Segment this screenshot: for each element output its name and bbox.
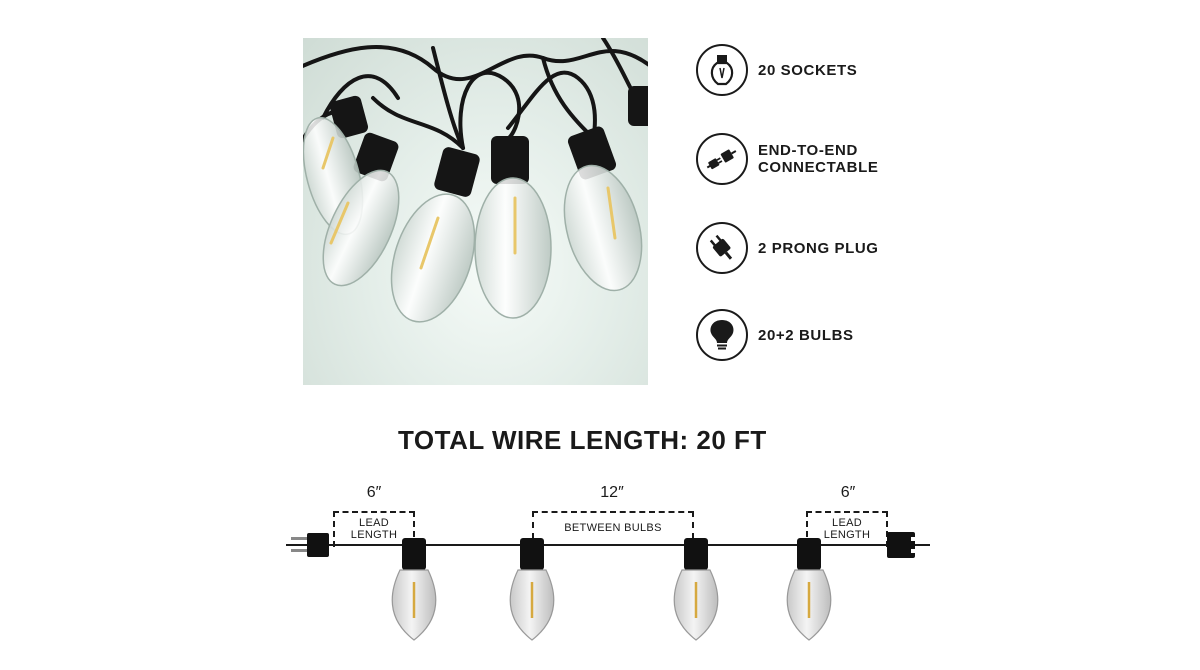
left-lead-line2: LENGTH [350,529,398,541]
connector-icon [696,133,748,185]
feature-line: 20 SOCKETS [758,61,858,79]
feature-label: 2 PRONG PLUG [758,240,879,257]
bulb-4 [786,538,832,641]
feature-label: END-TO-END CONNECTABLE [758,142,878,176]
feature-line: 2 PRONG PLUG [758,239,879,257]
bulb-1 [391,538,437,641]
right-lead-line2: LENGTH [823,529,871,541]
spacing-bracket: BETWEEN BULBS [532,511,694,539]
feature-sockets: 20 SOCKETS [696,44,857,96]
right-lead-line1: LEAD [832,517,862,529]
right-lead-bracket: LEAD LENGTH [806,511,888,547]
string-lights-photo [303,38,648,323]
spacing-dimension: 12″ [600,484,624,501]
plug-icon [696,222,748,274]
feature-label: 20 SOCKETS [758,62,857,79]
spacing-diagram: 6″ 12″ 6″ LEAD LENGTH BETWEEN BULBS LEAD… [0,470,1200,670]
product-photo [303,38,648,385]
wire-diagram [286,532,930,641]
total-wire-length: TOTAL WIRE LENGTH: 20 FT [398,425,767,456]
left-lead-dimension: 6″ [366,484,382,501]
feature-plug: 2 PRONG PLUG [696,222,879,274]
female-connector [887,532,917,558]
feature-line: END-TO-END [758,142,858,159]
left-lead-bracket: LEAD LENGTH [333,511,415,547]
feature-bulbs: 20+2 BULBS [696,309,854,361]
total-label: TOTAL WIRE LENGTH: [398,425,689,455]
bulb-3 [673,538,719,641]
right-lead-dimension: 6″ [840,484,856,501]
left-lead-line1: LEAD [359,517,389,529]
spacing-label: BETWEEN BULBS [564,522,662,534]
bulb-socket-icon [696,44,748,96]
feature-line: 20+2 BULBS [758,326,854,344]
feature-connectable: END-TO-END CONNECTABLE [696,133,878,185]
male-plug [291,533,329,557]
feature-line: CONNECTABLE [758,159,879,176]
feature-label: 20+2 BULBS [758,327,854,344]
bulb-icon [696,309,748,361]
total-value: 20 FT [696,425,767,455]
bulb-2 [509,538,555,641]
